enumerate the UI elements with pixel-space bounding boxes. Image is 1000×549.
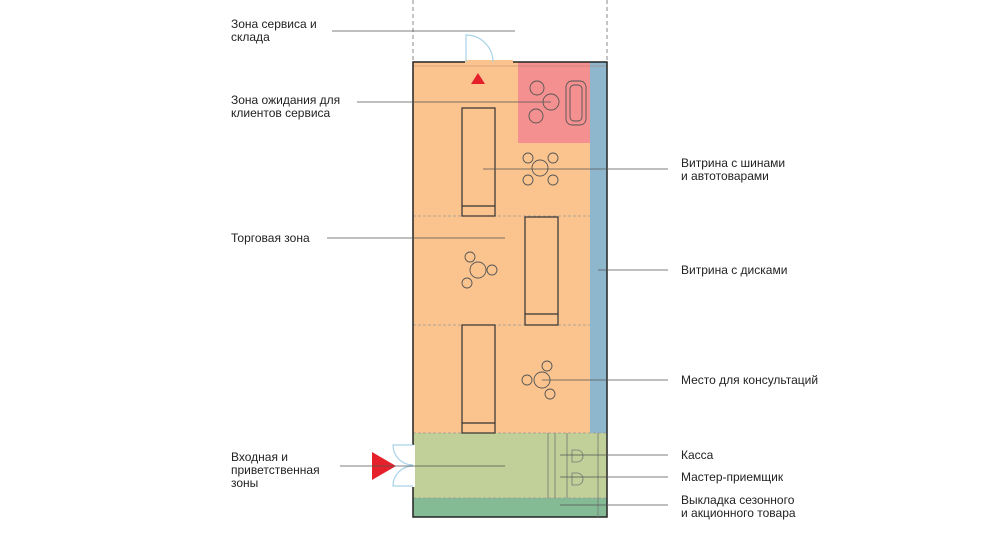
consultation-table-icon (461, 251, 498, 289)
disk-showcase (590, 62, 607, 433)
waiting-zone (518, 62, 590, 143)
label-seasonal: Выкладка сезонного и акционного товара (681, 493, 796, 520)
label-master: Мастер-приемщик (681, 470, 784, 484)
label-service-storage: Зона сервиса и склада (231, 17, 317, 44)
label-disks: Витрина с дисками (681, 263, 788, 277)
service-door-icon (465, 34, 494, 63)
tire-shelf (524, 216, 559, 326)
label-waiting: Зона ожидания для клиентов сервиса (231, 93, 341, 120)
label-cashier: Касса (681, 448, 714, 462)
tire-shelf (461, 324, 496, 434)
tire-shelf (461, 107, 496, 217)
label-consult: Место для консультаций (681, 373, 819, 387)
consultation-table-icon (522, 152, 559, 186)
label-tires: Витрина с шинами и автотоварами (681, 156, 786, 183)
label-entrance: Входная и приветственная зоны (231, 450, 320, 490)
service-arrow-icon (471, 73, 485, 84)
label-trade: Торговая зона (231, 231, 310, 245)
seasonal-zone (413, 498, 607, 517)
entrance-zone (413, 433, 607, 498)
cashier-counter (547, 433, 599, 517)
